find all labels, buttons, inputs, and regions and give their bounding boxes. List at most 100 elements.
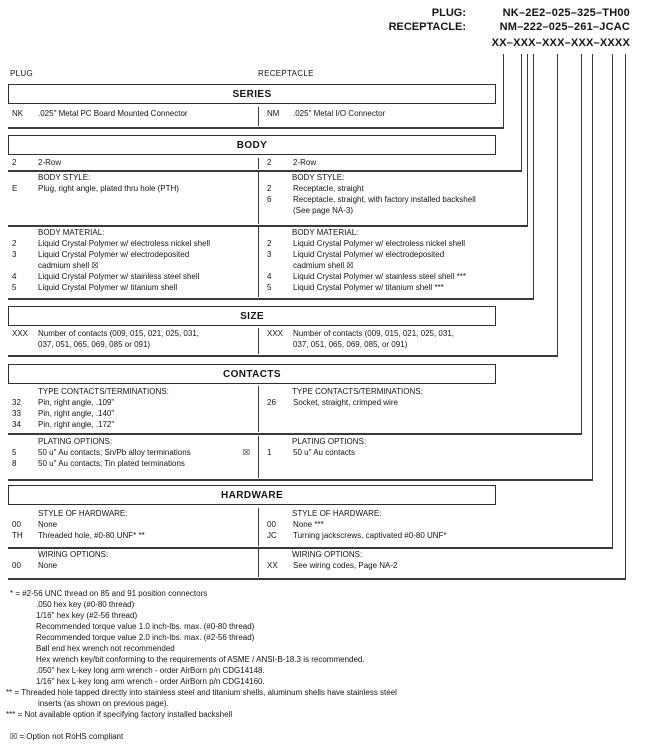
hardware-style-right-title: STYLE OF HARDWARE:	[292, 509, 382, 518]
option-desc: Liquid Crystal Polymer w/ titanium shell	[38, 283, 178, 292]
option-code: 3	[267, 250, 272, 259]
body-row-left: 2 2-Row	[8, 157, 258, 168]
contact-type-right-item: 26 Socket, straight, crimped wire	[262, 397, 502, 408]
footnotes: * = #2-56 UNC thread on 85 and 91 positi…	[6, 588, 646, 742]
size-banner-label: SIZE	[240, 310, 264, 322]
plug-part-number-value: NK–2E2–025–325–TH00	[502, 7, 630, 19]
option-code: XX	[267, 561, 278, 570]
body-material-right-title: BODY MATERIAL:	[292, 228, 359, 237]
body-style-right-title: BODY STYLE:	[292, 173, 345, 182]
option-desc: Liquid Crystal Polymer w/ electrodeposit…	[38, 250, 190, 259]
body-style-left: BODY STYLE: E Plug, right angle, plated …	[8, 172, 258, 194]
part-number-block: PLUG: NK–2E2–025–325–TH00 RECEPTACLE: NM…	[320, 6, 630, 50]
series-right: NM .025" Metal I/O Connector	[262, 108, 502, 119]
footnote-star-detail: .050" hex L-key long arm wrench - order …	[36, 666, 265, 675]
body-style-right-item: 6 Receptacle, straight, with factory ins…	[262, 194, 502, 205]
option-desc: 2-Row	[38, 158, 62, 167]
plug-part-number-label: PLUG:	[431, 7, 466, 19]
column-divider	[258, 158, 259, 169]
column-divider	[258, 386, 259, 432]
callout-line-plating	[592, 54, 593, 481]
callout-line-hardware-style	[612, 54, 613, 549]
option-code: 00	[12, 561, 21, 570]
contact-type-left-title: TYPE CONTACTS/TERMINATIONS:	[38, 387, 169, 396]
body-style-left-title: BODY STYLE:	[38, 173, 91, 182]
option-desc: Turning jackscrews, captivated #0-80 UNF…	[293, 531, 447, 540]
option-code: 34	[12, 420, 21, 429]
hardware-banner-label: HARDWARE	[220, 489, 284, 501]
column-divider	[258, 107, 259, 126]
size-bottom-rule	[8, 355, 558, 357]
body-banner-label: BODY	[236, 139, 268, 151]
column-divider	[258, 436, 259, 478]
plating-right-title: PLATING OPTIONS:	[292, 437, 367, 446]
hardware-style-right-item: JC Turning jackscrews, captivated #0-80 …	[262, 530, 502, 541]
series-right-item: NM .025" Metal I/O Connector	[262, 108, 502, 119]
option-code: 1	[267, 448, 272, 457]
option-desc: Socket, straight, crimped wire	[293, 398, 398, 407]
wiring-right-title: WIRING OPTIONS:	[292, 550, 363, 559]
footnote-star-detail: Ball end hex wrench not recommended	[36, 644, 175, 653]
option-code: 5	[267, 283, 272, 292]
option-desc: Receptacle, straight, with factory insta…	[293, 195, 476, 204]
option-code: 00	[267, 520, 276, 529]
option-desc: Liquid Crystal Polymer w/ electrodeposit…	[293, 250, 445, 259]
body-style-bottom-rule	[8, 225, 528, 227]
callout-line-body-row	[521, 54, 522, 172]
option-desc: Liquid Crystal Polymer w/ electroless ni…	[38, 239, 211, 248]
wiring-left-title: WIRING OPTIONS:	[38, 550, 109, 559]
callout-line-series	[503, 54, 504, 129]
option-code: 2	[267, 184, 272, 193]
not-rohs-flag-icon: ☒	[242, 448, 250, 457]
option-desc: 50 u" Au contacts; Sn/Pb alloy terminati…	[38, 448, 191, 457]
option-code: 2	[12, 239, 17, 248]
body-material-left-title: BODY MATERIAL:	[38, 228, 105, 237]
plating-right-item: 1 50 u" Au contacts	[262, 447, 502, 458]
option-desc-continued: 037, 051, 065, 069, 085, or 091)	[293, 340, 408, 349]
series-bottom-rule	[8, 127, 504, 129]
option-desc: Plug, right angle, plated thru hole (PTH…	[38, 184, 179, 193]
option-code: NK	[12, 109, 24, 118]
size-left-item: XXX Number of contacts (009, 015, 021, 0…	[8, 328, 258, 339]
body-row-bottom-rule	[8, 170, 522, 172]
body-material-right: BODY MATERIAL: 2 Liquid Crystal Polymer …	[262, 227, 502, 293]
option-code: 5	[12, 283, 17, 292]
plating-left: PLATING OPTIONS: 5 50 u" Au contacts; Sn…	[8, 436, 258, 469]
column-divider	[258, 227, 259, 297]
hardware-style-right: STYLE OF HARDWARE: 00 None *** JC Turnin…	[262, 508, 502, 541]
size-right: XXX Number of contacts (009, 015, 021, 0…	[262, 328, 502, 350]
wiring-right-item: XX See wiring codes, Page NA-2	[262, 560, 502, 571]
footnote-triple-star: *** = Not available option if specifying…	[6, 710, 233, 719]
option-code: XXX	[267, 329, 284, 338]
body-material-right-item: 5 Liquid Crystal Polymer w/ titanium she…	[262, 282, 502, 293]
part-number-mask: XX–XXX–XXX–XXX–XXXX	[491, 37, 630, 49]
footnote-star: * = #2-56 UNC thread on 85 and 91 positi…	[10, 589, 208, 598]
size-banner: SIZE	[8, 306, 496, 326]
wiring-left-item: 00 None	[8, 560, 258, 571]
body-material-left: BODY MATERIAL: 2 Liquid Crystal Polymer …	[8, 227, 258, 293]
option-desc: .025" Metal PC Board Mounted Connector	[38, 109, 188, 118]
plating-left-item: 8 50 u" Au contacts; Tin plated terminat…	[8, 458, 258, 469]
option-code: 2	[267, 158, 272, 167]
receptacle-part-number-value: NM–222–025–261–JCAC	[499, 21, 630, 33]
option-desc: Liquid Crystal Polymer w/ stainless stee…	[38, 272, 200, 281]
contact-type-bottom-rule	[8, 433, 582, 435]
column-divider	[258, 172, 259, 224]
option-desc: Number of contacts (009, 015, 021, 025, …	[38, 329, 199, 338]
wiring-bottom-rule	[8, 578, 626, 580]
size-left: XXX Number of contacts (009, 015, 021, 0…	[8, 328, 258, 350]
option-code: 4	[267, 272, 272, 281]
option-code: 2	[267, 239, 272, 248]
option-desc: 2-Row	[293, 158, 317, 167]
plug-column-header: PLUG	[10, 69, 33, 78]
option-code: 6	[267, 195, 272, 204]
wiring-left: WIRING OPTIONS: 00 None	[8, 549, 258, 571]
hardware-style-left: STYLE OF HARDWARE: 00 None TH Threaded h…	[8, 508, 258, 541]
footnote-star-detail: Recommended torque value 2.0 inch-lbs. m…	[36, 633, 255, 642]
contact-type-left-item: 34 Pin, right angle, .172"	[8, 419, 258, 430]
footnote-star-detail: Recommended torque value 1.0 inch-lbs. m…	[36, 622, 255, 631]
option-code: XXX	[12, 329, 29, 338]
footnote-star-detail: 1/16" hex L-key long arm wrench - order …	[36, 677, 265, 686]
body-material-right-item: 2 Liquid Crystal Polymer w/ electroless …	[262, 238, 502, 249]
contact-type-left-item: 33 Pin, right angle, .140"	[8, 408, 258, 419]
